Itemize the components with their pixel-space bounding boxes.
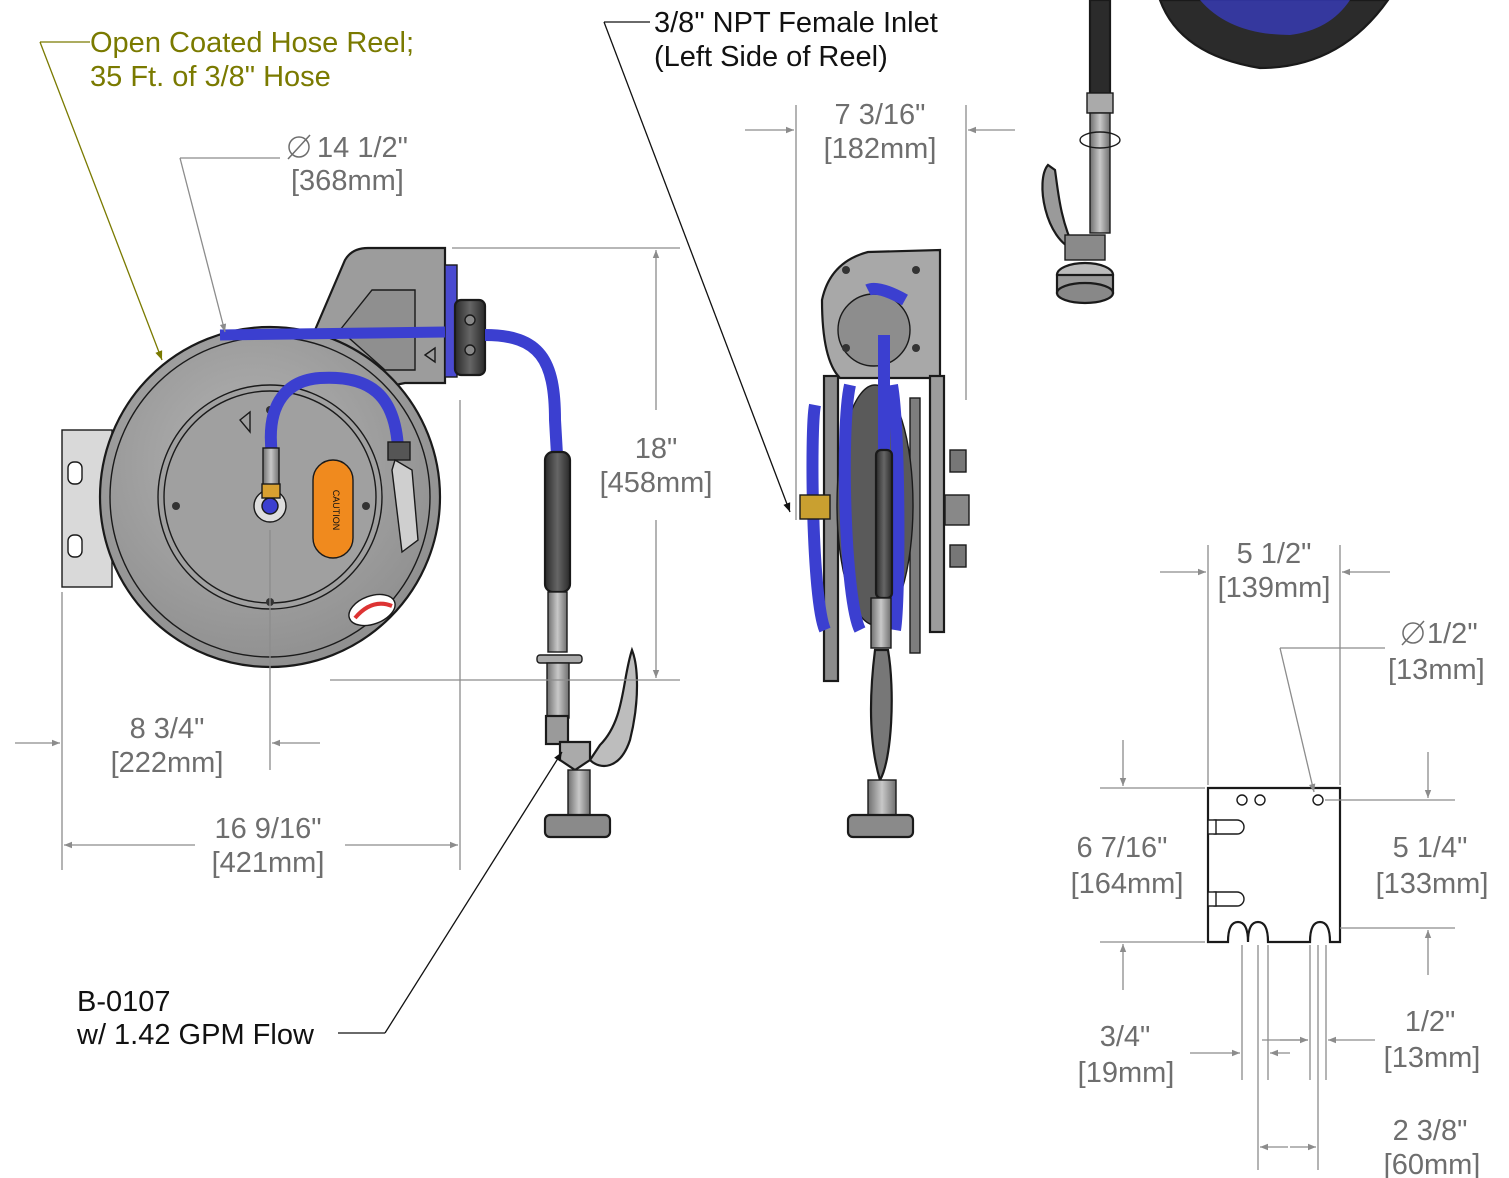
callout-reel-line2: 35 Ft. of 3/8" Hose bbox=[90, 61, 331, 93]
front-outgoing-hose bbox=[484, 329, 563, 456]
caution-label-text: CAUTION bbox=[331, 490, 341, 531]
dim-height-metric: [458mm] bbox=[600, 467, 713, 499]
dim-hole-diameter-imperial: 1/2" bbox=[1427, 618, 1478, 650]
dim-slot-spacing: 2 3/8" [60mm] bbox=[1384, 1115, 1481, 1178]
bracket-detail-view bbox=[1206, 786, 1342, 944]
dim-overall-width: 16 9/16" [421mm] bbox=[212, 813, 325, 879]
dimension-lines bbox=[15, 105, 1455, 1170]
front-view: CAUTION bbox=[61, 246, 639, 839]
dim-slot-spacing-metric: [60mm] bbox=[1384, 1149, 1481, 1178]
dim-reel-diameter: 14 1/2" [368mm] bbox=[287, 132, 408, 197]
dim-hole-spacing-vertical-imperial: 5 1/4" bbox=[1393, 832, 1468, 864]
dim-slot-spacing-imperial: 2 3/8" bbox=[1393, 1115, 1468, 1147]
dim-side-depth: 7 3/16" [182mm] bbox=[824, 99, 937, 165]
dim-bracket-height-metric: [164mm] bbox=[1071, 868, 1184, 900]
dim-center-offset-metric: [222mm] bbox=[111, 747, 224, 779]
callout-inlet-line2: (Left Side of Reel) bbox=[654, 41, 888, 73]
dim-slot-small-metric: [13mm] bbox=[1384, 1042, 1481, 1074]
dim-overall-width-metric: [421mm] bbox=[212, 847, 325, 879]
dim-bracket-height: 6 7/16" [164mm] bbox=[1071, 832, 1184, 900]
callout-inlet: 3/8" NPT Female Inlet (Left Side of Reel… bbox=[654, 7, 938, 73]
dim-side-depth-imperial: 7 3/16" bbox=[835, 99, 926, 131]
dim-slot-width-imperial: 3/4" bbox=[1100, 1021, 1151, 1053]
callout-valve: B-0107 w/ 1.42 GPM Flow bbox=[76, 986, 315, 1051]
caution-label: CAUTION bbox=[312, 459, 354, 559]
dim-height: 18" [458mm] bbox=[600, 433, 713, 499]
perspective-view bbox=[1041, 0, 1390, 305]
callout-reel-line1: Open Coated Hose Reel; bbox=[90, 27, 414, 59]
callout-inlet-line1: 3/8" NPT Female Inlet bbox=[654, 7, 938, 39]
side-view bbox=[799, 248, 970, 839]
dim-hole-diameter: 1/2" [13mm] bbox=[1388, 618, 1485, 686]
dim-reel-diameter-imperial: 14 1/2" bbox=[317, 132, 408, 164]
front-inner-hose bbox=[264, 371, 404, 456]
dim-reel-diameter-metric: [368mm] bbox=[291, 165, 404, 197]
dim-bracket-width-imperial: 5 1/2" bbox=[1237, 538, 1312, 570]
callout-leaders bbox=[39, 21, 791, 1034]
dim-slot-width-metric: [19mm] bbox=[1078, 1057, 1175, 1089]
dim-center-offset: 8 3/4" [222mm] bbox=[111, 713, 224, 779]
dim-center-offset-imperial: 8 3/4" bbox=[130, 713, 205, 745]
dim-slot-width: 3/4" [19mm] bbox=[1078, 1021, 1175, 1089]
callout-valve-line2: w/ 1.42 GPM Flow bbox=[76, 1019, 315, 1051]
dim-overall-width-imperial: 16 9/16" bbox=[214, 813, 321, 845]
dim-height-imperial: 18" bbox=[635, 433, 678, 465]
callout-valve-line1: B-0107 bbox=[77, 986, 171, 1018]
dim-hole-spacing-vertical-metric: [133mm] bbox=[1376, 868, 1489, 900]
callout-reel: Open Coated Hose Reel; 35 Ft. of 3/8" Ho… bbox=[90, 27, 414, 93]
dim-hole-diameter-metric: [13mm] bbox=[1388, 654, 1485, 686]
dim-bracket-width: 5 1/2" [139mm] bbox=[1218, 538, 1331, 604]
dim-hole-spacing-vertical: 5 1/4" [133mm] bbox=[1376, 832, 1489, 900]
dim-slot-small-imperial: 1/2" bbox=[1405, 1006, 1456, 1038]
dim-side-depth-metric: [182mm] bbox=[824, 133, 937, 165]
dim-bracket-height-imperial: 6 7/16" bbox=[1077, 832, 1168, 864]
dim-bracket-width-metric: [139mm] bbox=[1218, 572, 1331, 604]
dim-slot-small: 1/2" [13mm] bbox=[1384, 1006, 1481, 1074]
